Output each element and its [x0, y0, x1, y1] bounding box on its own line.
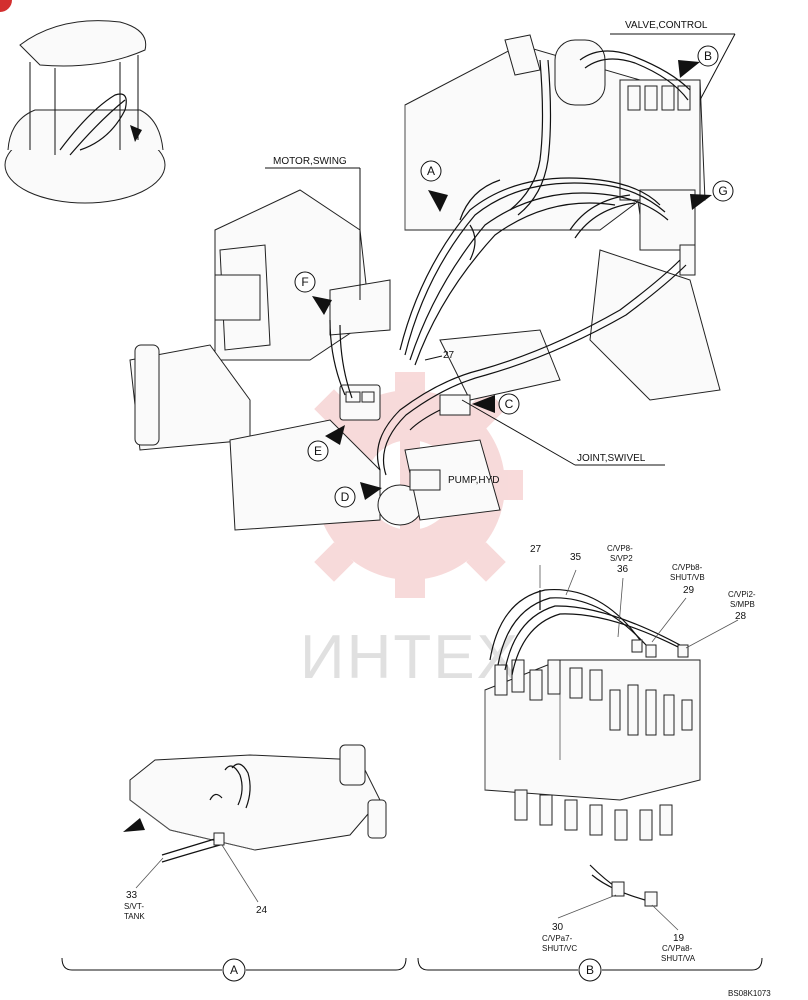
drawing-number: BS08K1073 [728, 989, 771, 998]
hydraulic-hoses [329, 50, 691, 476]
view-b-label: B [586, 963, 594, 977]
part-19: 19 [673, 933, 685, 944]
watermark-text: ИНТЕХ [300, 623, 520, 692]
part-29-line1: C/VPb8- [672, 563, 703, 572]
part-33: 33 [126, 890, 138, 901]
label-pump-hyd: PUMP,HYD [448, 475, 500, 486]
part-36-line2: S/VP2 [610, 554, 633, 563]
callout-b: B [678, 45, 719, 78]
label-joint-swivel: JOINT,SWIVEL [577, 453, 646, 464]
part-27-detail: 27 [530, 544, 542, 555]
part-29: 29 [683, 585, 695, 596]
part-36-line1: C/VP8- [607, 544, 633, 553]
part-29-line2: SHUT/VB [670, 573, 705, 582]
detail-a-tank-line [123, 744, 387, 903]
part-30-line1: C/VPa7- [542, 934, 573, 943]
part-30-line2: SHUT/VC [542, 944, 577, 953]
corner-tab [0, 0, 12, 12]
callout-c: C [472, 393, 520, 415]
label-valve-control: VALVE,CONTROL [625, 20, 708, 31]
part-30: 30 [552, 922, 564, 933]
callout-e: E [307, 425, 345, 462]
view-bracket-a: A [61, 957, 407, 982]
leader-lines [265, 33, 736, 466]
machine-overview-inset [4, 20, 166, 204]
callout-c-letter: C [505, 397, 514, 411]
part-28: 28 [735, 611, 747, 622]
part-24: 24 [256, 905, 268, 916]
part-28-line2: S/MPB [730, 600, 755, 609]
part-35: 35 [570, 552, 582, 563]
control-valve [619, 79, 701, 276]
part-28-line1: C/VPi2- [728, 590, 756, 599]
detail-b-valve-assembly [484, 565, 739, 931]
view-a-label: A [230, 963, 238, 977]
machine-frame [129, 34, 721, 531]
swivel-joint [439, 394, 471, 416]
part-36: 36 [617, 564, 629, 575]
hydraulic-pump [377, 439, 501, 526]
callout-d: D [334, 482, 382, 508]
callout-f-letter: F [301, 275, 308, 289]
callout-e-letter: E [314, 444, 322, 458]
part-19-line2: SHUT/VA [661, 954, 696, 963]
callout-g-letter: G [718, 184, 727, 198]
callout-g: G [690, 180, 734, 210]
part-27-main: 27 [443, 350, 455, 361]
label-motor-swing: MOTOR,SWING [273, 156, 347, 167]
part-33-line1: S/VT- [124, 902, 144, 911]
callout-a: A [420, 160, 448, 212]
swing-motor [339, 384, 381, 421]
callout-a-letter: A [427, 164, 435, 178]
callout-d-letter: D [341, 490, 350, 504]
part-19-line1: C/VPa8- [662, 944, 693, 953]
part-33-line2: TANK [124, 912, 145, 921]
view-bracket-b: B [417, 957, 763, 982]
callout-f: F [294, 271, 332, 315]
callout-b-letter: B [704, 49, 712, 63]
